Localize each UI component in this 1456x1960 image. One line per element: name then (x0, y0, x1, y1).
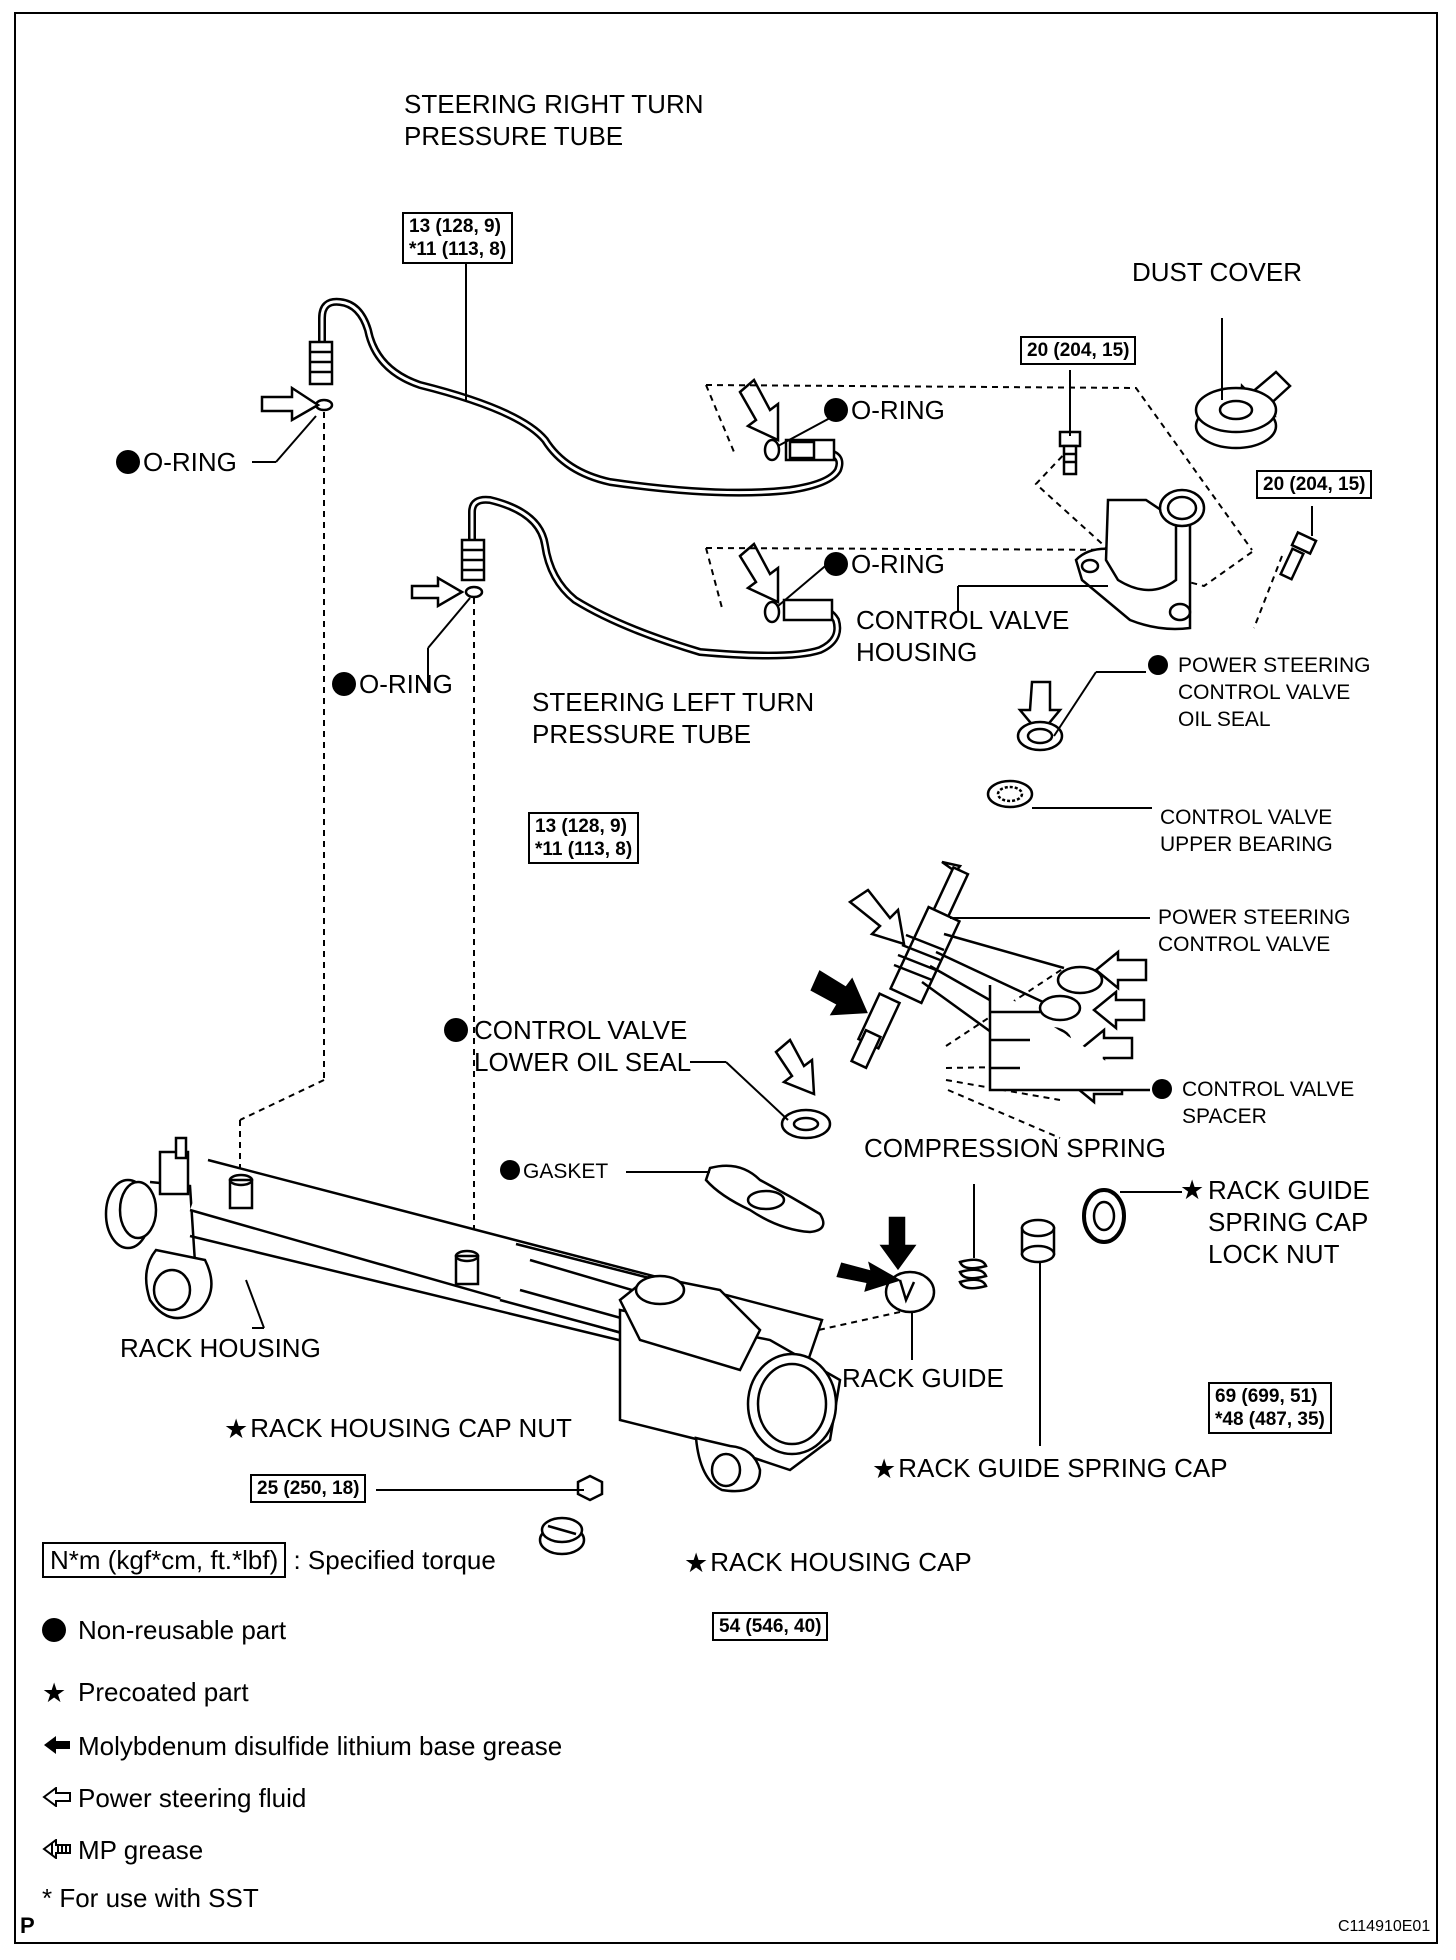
torque-housing-bolt-right: 20 (204, 15) (1256, 470, 1373, 499)
non-reusable-icon (1148, 655, 1168, 675)
torque-housing-bolt-upper: 20 (204, 15) (1020, 336, 1137, 365)
leader-lines (245, 264, 1313, 1491)
bolt-right (1278, 530, 1318, 581)
left-turn-pressure-tube (460, 495, 842, 660)
mp-grease-arrow-icon (42, 1838, 71, 1860)
rack-housing-cap-drawing (538, 1516, 586, 1556)
label-ps-control-valve: POWER STEERING CONTROL VALVE (1158, 906, 1351, 956)
precoated-icon: ★ (872, 1454, 897, 1484)
upper-bearing-drawing (986, 779, 1034, 809)
legend-torque: N*m (kgf*cm, ft.*lbf) : Specified torque (42, 1542, 496, 1578)
legend-mp-grease: MP grease (42, 1834, 203, 1866)
precoated-icon: ★ (42, 1678, 67, 1708)
torque-rack-housing-cap: 54 (546, 40) (712, 1612, 829, 1641)
lower-oil-seal-drawing (780, 1108, 832, 1140)
lock-nut-drawing (1082, 1188, 1126, 1244)
torque-lock-nut: 69 (699, 51) *48 (487, 35) (1208, 1382, 1332, 1434)
legend-non-reusable: Non-reusable part (42, 1614, 286, 1646)
label-rack-housing-cap: ★RACK HOUSING CAP (684, 1547, 972, 1578)
non-reusable-icon (824, 398, 848, 422)
moly-arrow-valve (810, 970, 868, 1016)
precoated-icon: ★ (1180, 1175, 1205, 1205)
legend-torque-desc: : Specified torque (293, 1545, 496, 1575)
non-reusable-icon (1152, 1079, 1172, 1099)
non-reusable-icon (332, 672, 356, 696)
label-dust-cover: DUST COVER (1132, 257, 1302, 287)
moly-arrow-rack-guide-left (836, 1261, 902, 1292)
label-cv-upper-bearing: CONTROL VALVE UPPER BEARING (1160, 806, 1333, 856)
alignment-lines (239, 384, 1283, 1343)
control-valve-spacer-drawing (988, 965, 1150, 1092)
precoated-icon: ★ (224, 1414, 249, 1444)
torque-left-tube: 13 (128, 9) *11 (113, 8) (528, 812, 640, 864)
legend-ps-fluid: Power steering fluid (42, 1782, 306, 1814)
page-letter: P (20, 1913, 35, 1938)
rack-housing-drawing (104, 1136, 842, 1493)
gasket-drawing (704, 1164, 825, 1234)
page-border (14, 12, 1438, 1944)
non-reusable-icon (444, 1018, 468, 1042)
legend-moly-grease: Molybdenum disulfide lithium base grease (42, 1730, 562, 1762)
label-rack-housing: RACK HOUSING (120, 1333, 321, 1363)
moly-grease-arrow-icon (44, 1736, 70, 1754)
moly-arrow-rack-guide-top (879, 1216, 917, 1271)
torque-right-tube: 13 (128, 9) *11 (113, 8) (402, 212, 514, 264)
label-control-valve-housing: CONTROL VALVE HOUSING (856, 605, 1070, 667)
legend-sst-note: * For use with SST (42, 1883, 259, 1913)
control-valve-housing-drawing (1074, 488, 1206, 631)
non-reusable-icon (824, 552, 848, 576)
dust-cover-drawing (1194, 386, 1278, 450)
label-o-ring-right-tube-start: O-RING (116, 446, 237, 478)
label-right-turn-pressure-tube: STEERING RIGHT TURN PRESSURE TUBE (404, 89, 704, 151)
label-gasket: GASKET (500, 1158, 608, 1185)
non-reusable-icon (500, 1160, 520, 1180)
oil-seal-drawing (1016, 720, 1064, 752)
label-rack-guide-spring-cap: ★RACK GUIDE SPRING CAP (872, 1453, 1228, 1484)
label-compression-spring: COMPRESSION SPRING (864, 1133, 1166, 1163)
label-o-ring-left-tube-end: O-RING (824, 548, 945, 580)
figure-code: C114910E01 (1338, 1918, 1431, 1935)
label-o-ring-right-tube-end: O-RING (824, 394, 945, 426)
legend-precoated: ★Precoated part (42, 1677, 249, 1708)
ps-fluid-arrow-icon (42, 1786, 71, 1808)
bolt-upper (1058, 430, 1082, 476)
label-rack-housing-cap-nut: ★RACK HOUSING CAP NUT (224, 1413, 572, 1444)
compression-spring-drawing (958, 1258, 988, 1290)
legend-torque-unit: N*m (kgf*cm, ft.*lbf) (42, 1542, 287, 1578)
label-left-turn-pressure-tube: STEERING LEFT TURN PRESSURE TUBE (532, 687, 815, 749)
fluid-arrows (260, 370, 1292, 1105)
non-reusable-icon (116, 450, 140, 474)
right-turn-pressure-tube (308, 297, 844, 497)
torque-cap-nut: 25 (250, 18) (250, 1474, 367, 1503)
rack-guide-drawing (884, 1270, 936, 1314)
label-o-ring-left-tube-start: O-RING (332, 668, 453, 700)
non-reusable-icon (42, 1618, 66, 1642)
rack-guide-spring-cap-drawing (1020, 1218, 1056, 1264)
label-rack-guide: RACK GUIDE (842, 1363, 1004, 1393)
precoated-icon: ★ (684, 1548, 709, 1578)
rack-housing-cap-nut-drawing (576, 1474, 604, 1502)
